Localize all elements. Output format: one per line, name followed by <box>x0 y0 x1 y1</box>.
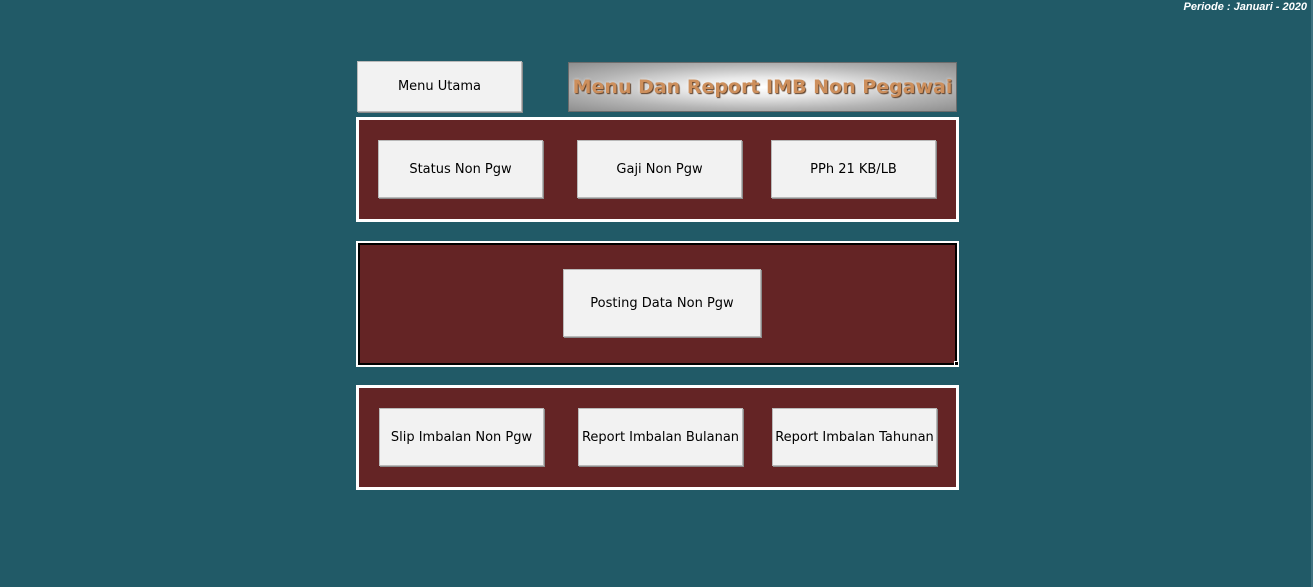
menu-utama-button[interactable]: Menu Utama <box>357 61 522 112</box>
title-banner: Menu Dan Report IMB Non Pegawai <box>568 62 957 112</box>
report-bulanan-button[interactable]: Report Imbalan Bulanan <box>578 408 743 466</box>
status-non-pgw-button[interactable]: Status Non Pgw <box>378 140 543 198</box>
banner-title: Menu Dan Report IMB Non Pegawai <box>572 76 953 98</box>
period-label: Periode : Januari - 2020 <box>1183 1 1308 13</box>
window-edge <box>1311 0 1313 587</box>
report-tahunan-button[interactable]: Report Imbalan Tahunan <box>772 408 937 466</box>
gaji-non-pgw-button[interactable]: Gaji Non Pgw <box>577 140 742 198</box>
posting-data-button[interactable]: Posting Data Non Pgw <box>563 269 761 337</box>
pph21-button[interactable]: PPh 21 KB/LB <box>771 140 936 198</box>
resize-handle[interactable] <box>954 361 959 366</box>
slip-imbalan-button[interactable]: Slip Imbalan Non Pgw <box>379 408 544 466</box>
